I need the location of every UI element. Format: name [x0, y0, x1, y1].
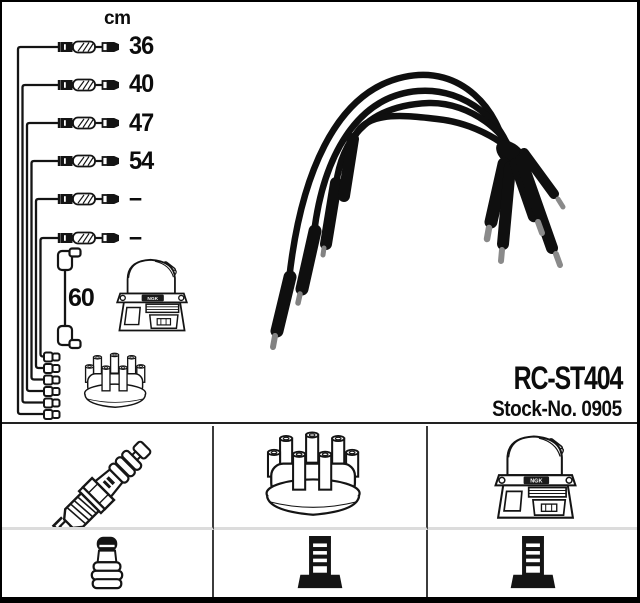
cable-length-label: 47	[129, 109, 154, 137]
grid-cell-terminal-sae	[2, 530, 214, 597]
ignition-coil-icon	[494, 435, 576, 519]
distributor-terminal-icon	[43, 374, 61, 386]
spark-plug-icon	[47, 433, 159, 527]
photo-plug-boots	[270, 133, 359, 338]
grid-cell-distributor-cap	[214, 426, 428, 530]
cable-wiring	[16, 45, 60, 416]
cable-connector-icon	[57, 78, 120, 92]
cable-connector-icon	[57, 116, 120, 130]
photo-distributor-boots	[484, 148, 559, 254]
component-grid	[2, 426, 637, 597]
distributor-terminal-glyphs	[43, 351, 61, 420]
terminal-sae-dome-icon	[90, 535, 124, 589]
cable-wire-path	[16, 45, 60, 416]
cable-length-label: 54	[129, 147, 154, 175]
distributor-terminal-icon	[43, 363, 61, 374]
cable-wire-path	[39, 236, 60, 358]
cable-wire-path	[25, 121, 60, 393]
coil-cable-drawing	[56, 247, 82, 350]
unit-label: cm	[104, 8, 131, 29]
terminal-din-post-icon	[295, 536, 345, 592]
distributor-terminal-icon	[43, 409, 61, 420]
grid-cell-terminal-din	[428, 530, 637, 597]
cable-length-label: –	[129, 223, 142, 251]
distributor-terminal-icon	[43, 397, 61, 409]
cable-connector-icon	[57, 154, 120, 168]
grid-cell-ignition-coil	[428, 426, 637, 530]
cable-wire-path	[30, 159, 60, 381]
cable-length-label: 36	[129, 32, 154, 60]
cable-connector-icon	[57, 40, 120, 54]
photo-metal-tips-left	[270, 245, 327, 350]
coil-cable-length-label: 60	[68, 284, 95, 312]
distributor-cap-drawing	[83, 352, 147, 409]
cable-wire-path	[21, 83, 60, 404]
product-code: RC-ST404	[513, 360, 623, 396]
cable-connector-icon	[57, 231, 120, 245]
distributor-cap-icon	[265, 430, 361, 516]
cable-set-photo	[270, 71, 566, 350]
grid-cell-terminal-din	[214, 530, 428, 597]
cable-wire-path	[34, 197, 60, 370]
cable-length-label: –	[129, 184, 142, 212]
cable-length-label: 40	[129, 70, 154, 98]
stock-number: Stock-No. 0905	[492, 396, 622, 421]
distributor-terminal-icon	[43, 386, 61, 397]
grid-cell-spark-plug	[2, 426, 214, 530]
ignition-coil-drawing	[116, 258, 188, 332]
cable-connector-glyphs	[57, 40, 120, 245]
terminal-din-post-icon	[508, 536, 558, 592]
cable-connector-icon	[57, 192, 120, 206]
main-illustration-panel: cm 36 40 47 54 – – 60 RC-ST404 Stock-No.…	[2, 2, 637, 424]
cable-kit-diagram	[16, 40, 566, 420]
product-code-block: RC-ST404 Stock-No. 0905	[471, 360, 623, 421]
photo-metal-tips-right	[483, 196, 566, 268]
distributor-terminal-icon	[43, 351, 61, 363]
